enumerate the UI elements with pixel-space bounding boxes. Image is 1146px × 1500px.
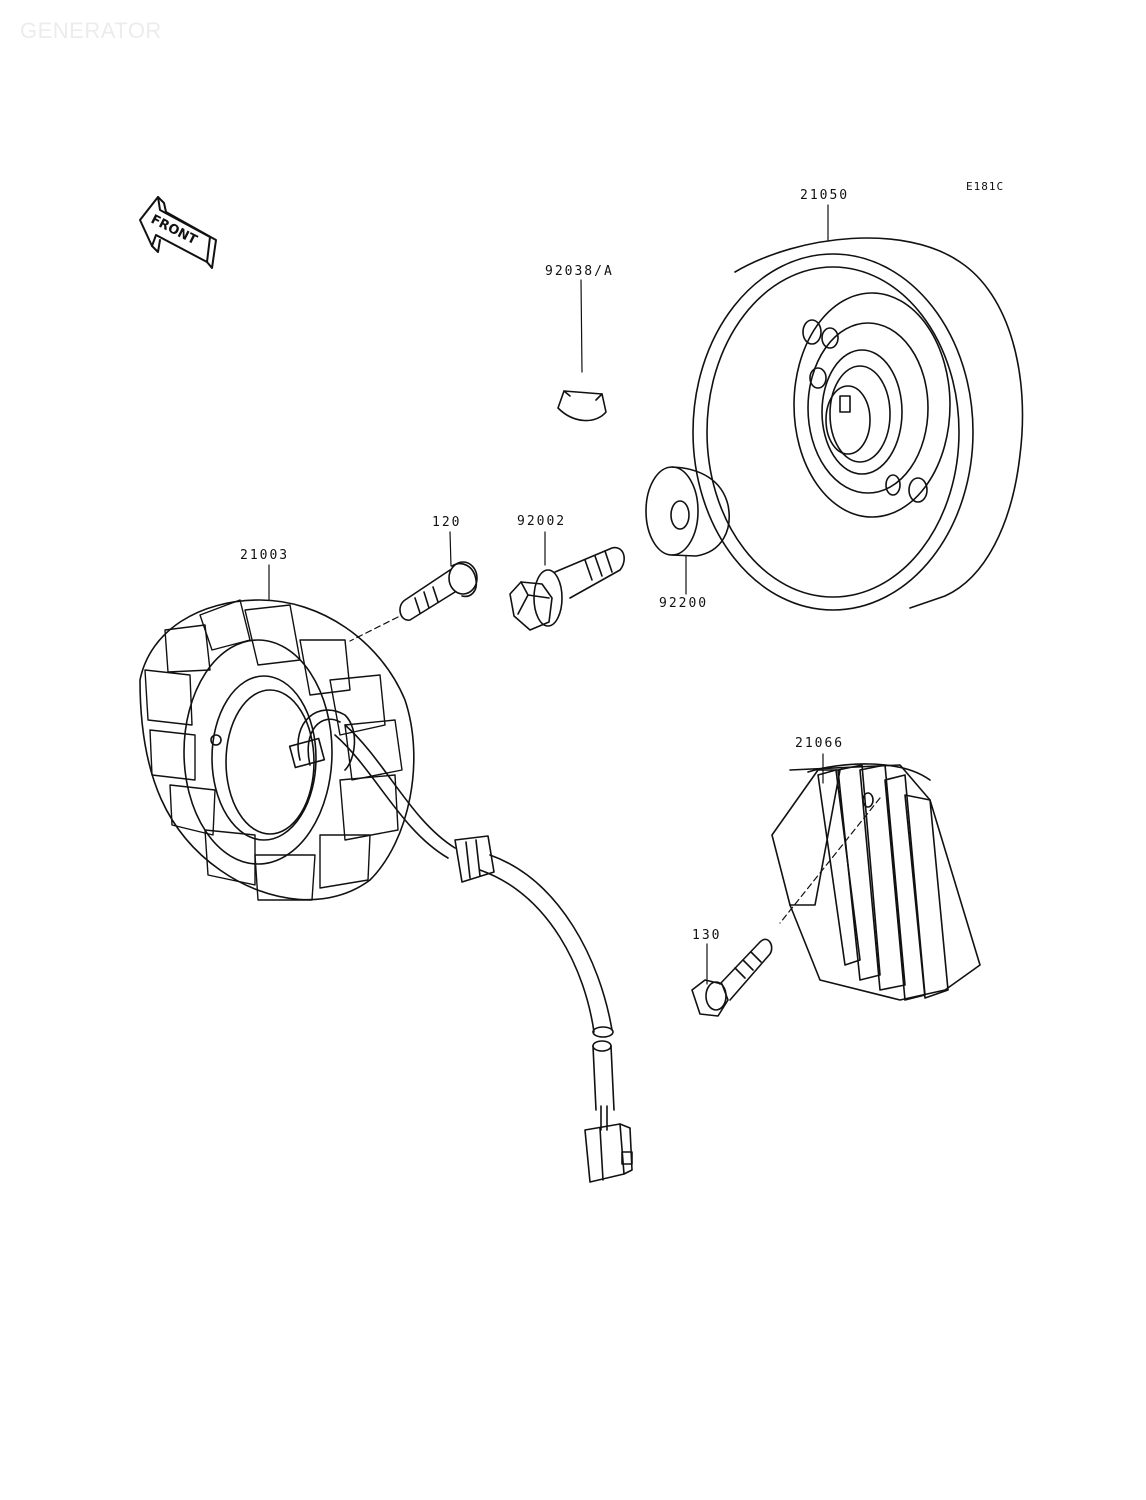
regulator-rectifier[interactable] [771, 763, 981, 1001]
part-number-92200[interactable]: 92200 [659, 596, 709, 611]
stator-poles [144, 599, 403, 901]
diagram-code: E181C [966, 180, 1005, 193]
front-arrow-icon: FRONT [139, 196, 217, 269]
part-number-92002[interactable]: 92002 [517, 514, 567, 529]
part-number-21066[interactable]: 21066 [795, 736, 845, 751]
spacer-washer[interactable] [645, 466, 730, 557]
woodruff-key[interactable] [557, 390, 607, 422]
flange-bolt-92002[interactable] [509, 546, 625, 631]
part-number-21050[interactable]: 21050 [800, 188, 850, 203]
stator-wire-harness[interactable] [334, 724, 615, 1131]
diagram-title-watermark: GENERATOR [20, 18, 162, 43]
part-number-21003[interactable]: 21003 [240, 548, 290, 563]
leader-lines [268, 204, 881, 985]
part-number-120[interactable]: 120 [432, 515, 462, 530]
flywheel-rotor[interactable] [692, 237, 1024, 611]
coupler-connector[interactable] [584, 1123, 633, 1183]
stator-coil[interactable] [139, 599, 415, 901]
part-number-130[interactable]: 130 [692, 928, 722, 943]
bolt-130[interactable] [691, 938, 773, 1017]
bolt-120[interactable] [399, 561, 478, 621]
part-number-92038-a[interactable]: 92038/A [545, 264, 614, 279]
